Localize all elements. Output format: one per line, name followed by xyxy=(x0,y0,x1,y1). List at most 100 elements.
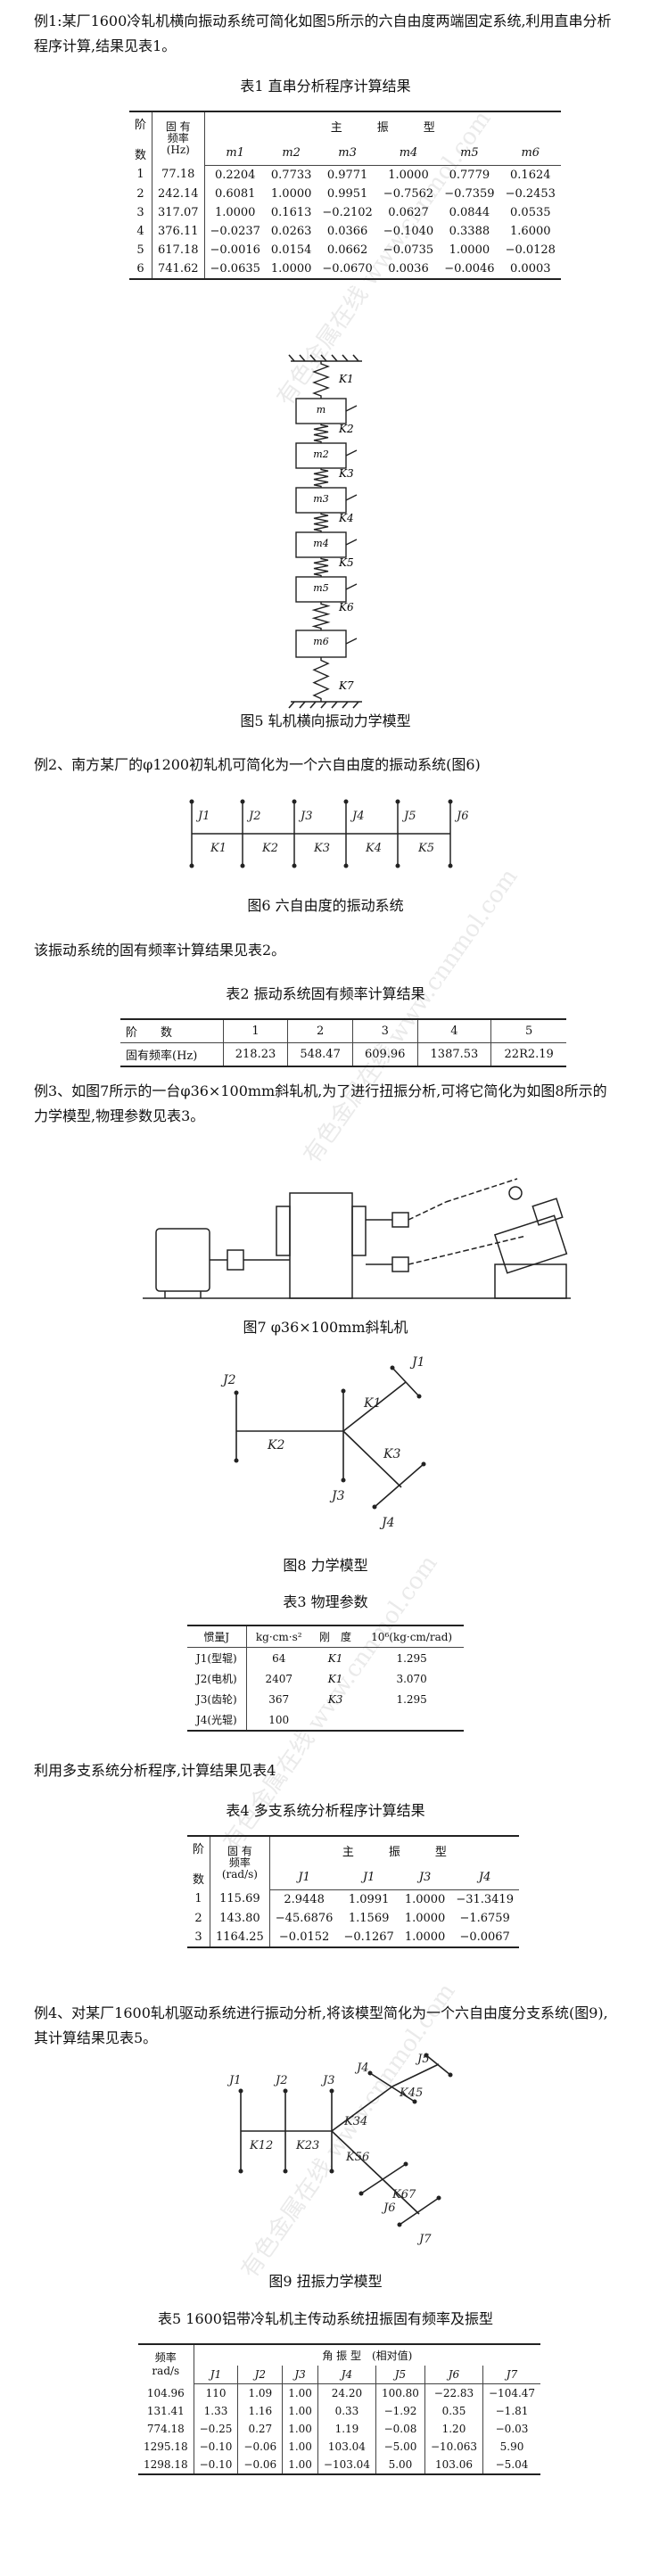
table-cell: 5 xyxy=(129,240,153,259)
table-cell: 64 xyxy=(272,1651,286,1665)
table-cell: 6 xyxy=(129,259,153,280)
table-cell: 1298.18 xyxy=(138,2456,194,2475)
spring-label: K3 xyxy=(383,1447,400,1461)
inertia-label: J6 xyxy=(381,2202,395,2215)
table-header-mode: J3 xyxy=(282,2366,318,2384)
table-cell: 1.16 xyxy=(237,2402,284,2420)
table-cell: 376.11 xyxy=(152,221,205,241)
table-cell: −0.1267 xyxy=(338,1927,400,1948)
table-cell: 218.23 xyxy=(223,1042,289,1067)
table-cell: 774.18 xyxy=(138,2420,194,2438)
spring-label: K12 xyxy=(249,2139,273,2152)
table-header-order: 阶数 xyxy=(129,111,153,165)
spring-shape xyxy=(313,424,329,443)
spring-label: K3 xyxy=(338,467,354,480)
table-cell: 4 xyxy=(417,1018,492,1043)
table-1: 阶数 固 有频率(Hz) 主 振 型 m1 m2 m3 m4 m5 m6 1 7… xyxy=(129,111,561,280)
table-cell: 0.0844 xyxy=(449,205,490,219)
table-3: 惯量J kg·cm·s² 刚 度 10⁶(kg·cm/rad) J1(型辊) 6… xyxy=(187,1625,464,1732)
figure-7-skew-rolling-mill xyxy=(143,1178,571,1299)
table-cell: −0.7562 xyxy=(383,186,434,201)
table-cell: 3 xyxy=(129,202,153,222)
table-cell: 2407 xyxy=(265,1672,293,1685)
example-2-result-text: 该振动系统的固有频率计算结果见表2。 xyxy=(34,942,286,959)
spring-label: K34 xyxy=(343,2115,367,2128)
table-row: 131.41 1.33 1.16 1.00 0.33 −1.92 0.35 −1… xyxy=(138,2402,540,2420)
table-header-mode: m5 xyxy=(439,140,500,166)
table-cell: −103.04 xyxy=(317,2456,376,2475)
table-cell: 3 xyxy=(187,1927,211,1948)
table-2: 阶 数 1 2 3 4 5 固有频率(Hz) 218.23 548.47 609… xyxy=(120,1018,566,1067)
inertia-label: J2 xyxy=(246,810,260,823)
table-cell: −0.0067 xyxy=(450,1927,519,1948)
table-cell: −0.7359 xyxy=(444,186,495,201)
table-cell: −0.0128 xyxy=(505,243,556,257)
table-cell: 22R2.19 xyxy=(490,1042,566,1067)
table-cell: 0.27 xyxy=(237,2420,284,2438)
inertia-label: J6 xyxy=(454,810,468,823)
table-cell: 0.0662 xyxy=(326,243,368,257)
spring-label: K4 xyxy=(365,842,382,855)
table-cell: 1.00 xyxy=(282,2420,318,2438)
inertia-label: J4 xyxy=(379,1516,395,1530)
table-cell: 77.18 xyxy=(152,165,205,185)
table-cell: −0.0735 xyxy=(383,243,434,257)
table-cell: 1 xyxy=(129,165,153,185)
table-cell: −0.0237 xyxy=(210,224,260,238)
table-cell: −45.6876 xyxy=(275,1911,334,1925)
mass-label: m5 xyxy=(313,582,328,594)
table-header-item: 惯量J xyxy=(187,1625,247,1648)
table-cell: 0.0627 xyxy=(388,205,429,219)
table-row: 5 617.18 −0.0016 0.0154 0.0662 −0.0735 1… xyxy=(129,240,561,259)
table-cell: 0.2204 xyxy=(214,168,256,182)
table-cell: 1.0000 xyxy=(214,205,256,219)
table-cell: K1 xyxy=(327,1651,343,1665)
table-cell: −0.08 xyxy=(375,2420,425,2438)
table-row: J1(型辊) 64 K1 1.295 xyxy=(187,1647,464,1668)
table-cell: 1.1569 xyxy=(348,1911,390,1925)
table-cell: 1.19 xyxy=(317,2420,376,2438)
table-cell: 0.7779 xyxy=(449,168,490,182)
table-cell xyxy=(359,1709,464,1732)
inertia-label: J4 xyxy=(354,2062,368,2075)
spring-shape xyxy=(312,657,330,702)
table-row: 4 376.11 −0.0237 0.0263 0.0366 −0.1040 0… xyxy=(129,221,561,241)
spring-shape xyxy=(311,602,331,630)
table-cell: 1.0991 xyxy=(348,1892,390,1906)
table-cell: 0.0535 xyxy=(510,205,551,219)
table-cell: 1.00 xyxy=(282,2438,318,2456)
inertia-label: J1 xyxy=(409,1355,425,1370)
table-cell: −10.063 xyxy=(424,2438,484,2456)
table-cell: 2 xyxy=(187,1908,211,1928)
table-row: 1 115.69 2.9448 1.0991 1.0000 −31.3419 xyxy=(187,1889,519,1909)
spring-label: K1 xyxy=(363,1396,381,1411)
table-cell: 3.070 xyxy=(396,1672,427,1685)
table-row: 2 242.14 0.6081 1.0000 0.9951 −0.7562 −0… xyxy=(129,184,561,203)
spring-label: K6 xyxy=(338,601,354,613)
mass-label: m3 xyxy=(313,493,328,505)
table-header-mode: J4 xyxy=(317,2366,376,2384)
table-cell: 0.33 xyxy=(317,2402,376,2420)
spring-shape xyxy=(312,361,330,399)
table-cell: 1.295 xyxy=(396,1692,427,1706)
table-cell: 115.69 xyxy=(210,1889,270,1909)
table-row: 6 741.62 −0.0635 1.0000 −0.0670 0.0036 −… xyxy=(129,259,561,280)
table-cell: 24.20 xyxy=(317,2383,376,2402)
table-header-mode: J1 xyxy=(194,2366,239,2384)
table-row: 104.96 110 1.09 1.00 24.20 100.80 −22.83… xyxy=(138,2383,540,2402)
table-1-caption: 表1 直串分析程序计算结果 xyxy=(240,78,411,95)
table-cell: 1.6000 xyxy=(510,224,551,238)
table-cell: 5.90 xyxy=(499,2440,524,2453)
spring-shape xyxy=(313,468,329,488)
spring-label: K5 xyxy=(417,842,434,855)
inertia-label: J2 xyxy=(273,2074,287,2087)
table-cell: J4(光辊) xyxy=(187,1709,247,1732)
table-header-stiffness: 刚 度 xyxy=(310,1625,360,1648)
spring-label: K4 xyxy=(338,512,354,524)
figure-8-caption: 图8 力学模型 xyxy=(283,1557,368,1574)
table-cell: 110 xyxy=(194,2383,239,2402)
table-row: 774.18 −0.25 0.27 1.00 1.19 −0.08 1.20 −… xyxy=(138,2420,540,2438)
table-cell: −5.04 xyxy=(482,2456,541,2475)
table-cell: 143.80 xyxy=(210,1908,270,1928)
